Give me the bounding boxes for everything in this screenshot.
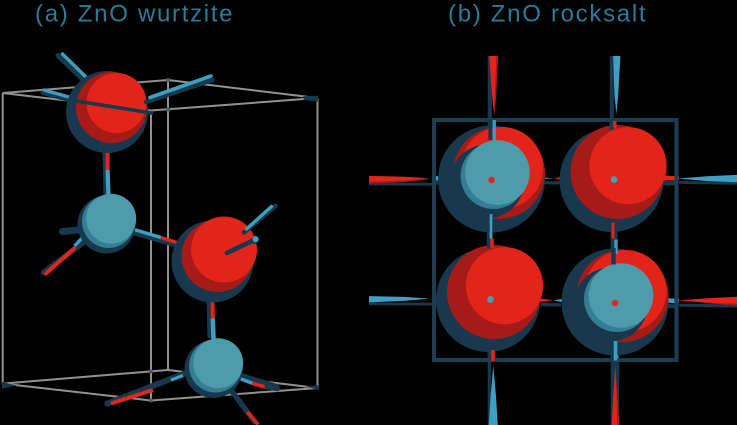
svg-text:(b) ZnO rocksalt: (b) ZnO rocksalt (448, 1, 647, 28)
svg-text:(a) ZnO wurtzite: (a) ZnO wurtzite (35, 1, 234, 28)
